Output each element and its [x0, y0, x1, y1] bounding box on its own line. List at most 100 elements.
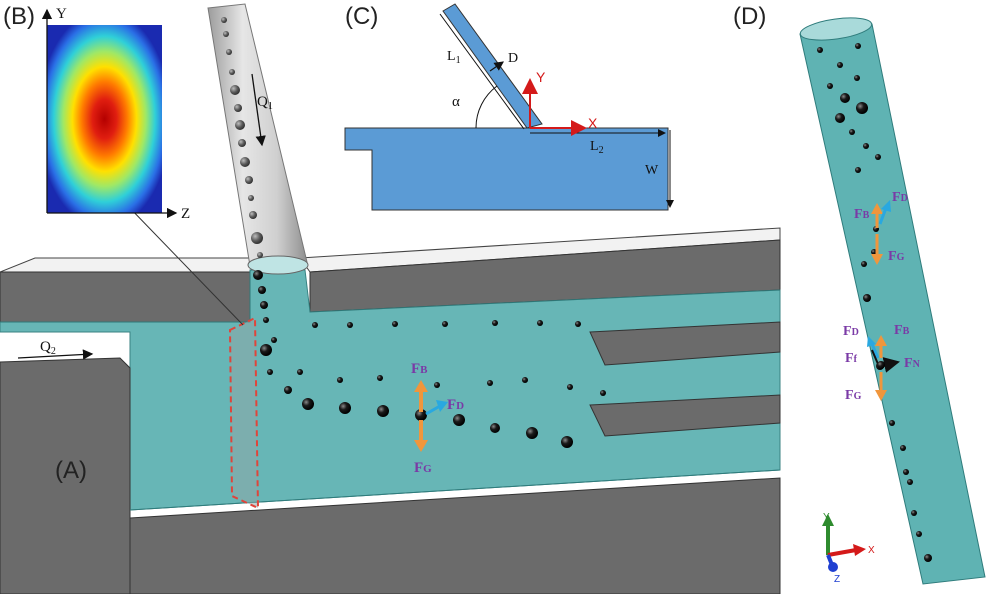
bubble: [916, 531, 922, 537]
bubble: [817, 47, 823, 53]
bubble: [253, 270, 263, 280]
gravity-arrowhead: [875, 390, 887, 401]
buoyancy-arrowhead: [875, 335, 887, 346]
panel-a-label: (A): [55, 457, 87, 484]
drag-arrow: [870, 343, 880, 359]
panel-b-y-label: Y: [56, 6, 67, 22]
force-normal-label: FN: [904, 356, 921, 371]
gravity-arrowhead: [414, 440, 428, 452]
l1-label: L1: [447, 49, 461, 66]
x-axis-label: X: [588, 115, 598, 131]
panel-a-forces: FB FD FG: [411, 361, 464, 476]
panel-d-forces-upper: FB FD FG: [854, 190, 908, 265]
inlet-flow-label: Q1: [257, 94, 273, 112]
bubble: [453, 414, 465, 426]
cross-flow-label: Q2: [40, 339, 56, 357]
force-friction-label: Ff: [845, 351, 858, 366]
bubble: [260, 344, 272, 356]
bubble: [392, 321, 398, 327]
bubble: [230, 85, 240, 95]
force-gravity-label: FG: [888, 249, 905, 264]
velocity-heatmap: [47, 25, 162, 213]
bubble: [221, 17, 227, 23]
force-gravity-label: FG: [414, 460, 432, 476]
bubble: [911, 510, 917, 516]
bubble: [251, 232, 263, 244]
pipe-bubbles: [221, 17, 263, 258]
bubble: [260, 301, 268, 309]
bubble: [223, 31, 229, 37]
bubble: [258, 286, 266, 294]
bubble: [575, 321, 581, 327]
bubble: [238, 139, 246, 147]
l2-label: L2: [590, 139, 604, 156]
force-drag-2-label: FD: [843, 324, 859, 339]
bubble: [377, 405, 389, 417]
drag-arrowhead: [436, 400, 448, 412]
inlet-pipe: [207, 3, 308, 267]
friction-arrow: [871, 349, 879, 365]
alpha-label: α: [452, 94, 460, 110]
triad-x-axis: [827, 548, 857, 557]
panel-d-cylinder: [799, 17, 986, 585]
inlet-branch: [442, 3, 543, 129]
bubble: [249, 211, 257, 219]
bubble: [837, 62, 843, 68]
bubble: [229, 69, 235, 75]
drag-arrowhead: [881, 200, 891, 212]
bubble: [863, 294, 871, 302]
cylinder-top: [799, 17, 873, 41]
bubble: [855, 43, 861, 49]
d-label: D: [508, 51, 518, 66]
panel-c-geometry: L1 D α Y X L2 W: [344, 3, 674, 211]
bottom-wall-left: [0, 357, 131, 594]
channel-bubbles: [253, 270, 606, 448]
bubble: [234, 104, 242, 112]
buoyancy-arrowhead: [871, 203, 883, 214]
panel-a-flow-labels: Q1 Q2: [17, 73, 273, 360]
bubble: [526, 427, 538, 439]
coordinate-triad: Y X Z: [822, 512, 875, 585]
bubble: [900, 445, 906, 451]
cylinder-bubbles: [817, 43, 932, 562]
triad-z-label: Z: [834, 574, 840, 585]
bubble: [434, 382, 440, 388]
bottom-edge: [129, 469, 781, 511]
panel-a-channel: [0, 3, 781, 594]
bubble: [561, 436, 573, 448]
bubble: [567, 384, 573, 390]
bubble: [226, 49, 232, 55]
bubble: [415, 409, 427, 421]
bubble: [257, 252, 263, 258]
bubble: [245, 176, 253, 184]
bubble: [490, 423, 500, 433]
gravity-arrowhead: [871, 254, 883, 265]
bubble: [537, 320, 543, 326]
force-drag-label: FD: [447, 397, 464, 413]
bubble: [377, 375, 383, 381]
bubble: [835, 113, 845, 123]
bubble: [875, 154, 881, 160]
bubble: [235, 120, 245, 130]
bubble: [263, 317, 269, 323]
bubble: [339, 402, 351, 414]
bubble: [877, 361, 885, 369]
drag-arrowhead: [867, 336, 876, 347]
bubble: [889, 420, 895, 426]
bubble: [284, 386, 292, 394]
panel-b-label: (B): [3, 3, 35, 30]
channel-cross-section: [344, 127, 669, 211]
bubble: [522, 377, 528, 383]
outlet-fin-upper: [589, 321, 781, 366]
panel-d-label: (D): [733, 3, 766, 30]
bubble: [903, 469, 909, 475]
bubble: [267, 369, 273, 375]
bubble: [863, 143, 869, 149]
bubble: [924, 554, 932, 562]
bubble: [302, 398, 314, 410]
alpha-arc: [475, 85, 498, 129]
triad-y-label: Y: [823, 512, 830, 523]
top-wall-left-front: [0, 271, 251, 323]
bubble: [487, 380, 493, 386]
